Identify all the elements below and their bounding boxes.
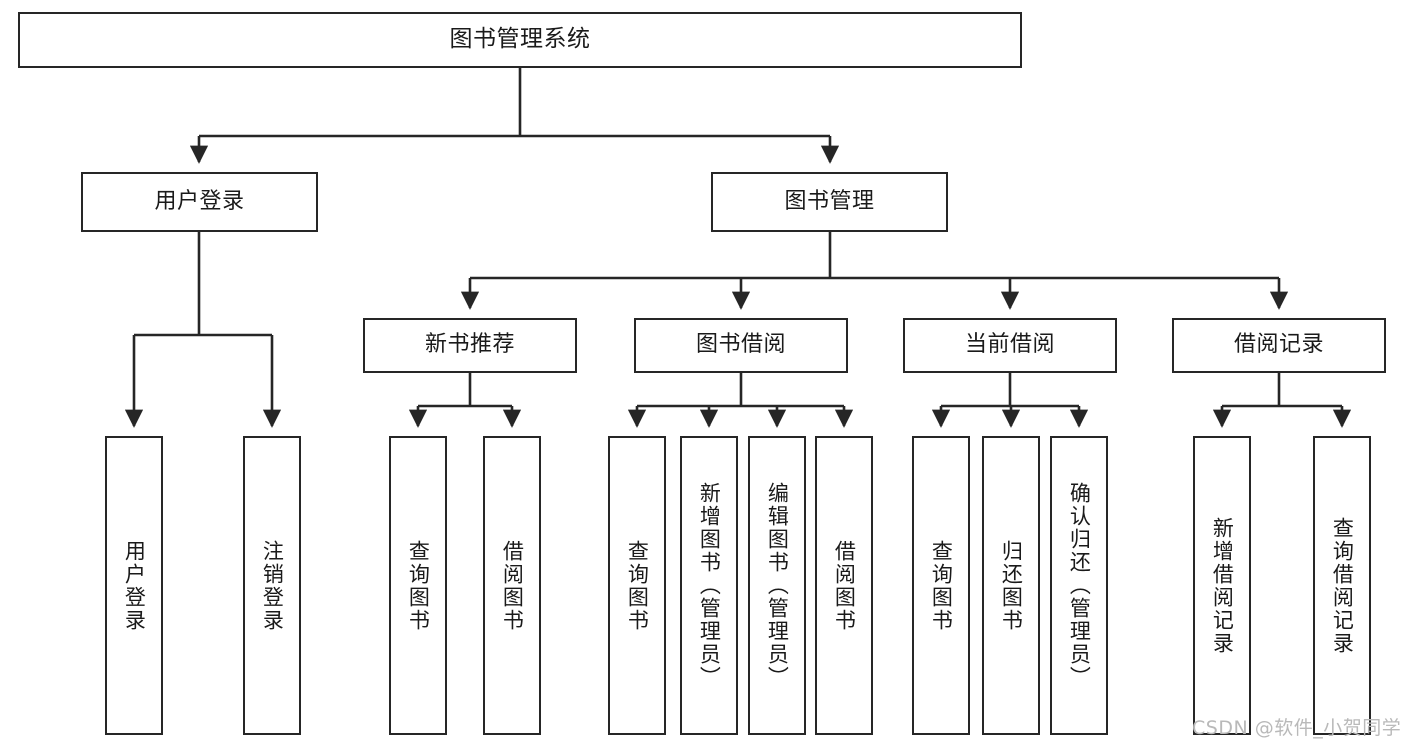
node-leaf-add-borrow-record[interactable]: 新增借阅记录 <box>1193 436 1251 735</box>
node-root-label: 图书管理系统 <box>449 26 591 53</box>
node-leaf-user-logout-label: 注销登录 <box>260 539 285 632</box>
node-leaf-confirm-return-admin-label: 确认归还（管理员） <box>1067 482 1092 689</box>
node-current-borrow-label: 当前借阅 <box>964 332 1055 358</box>
node-leaf-user-logout[interactable]: 注销登录 <box>243 436 301 735</box>
node-leaf-borrow-book-2[interactable]: 借阅图书 <box>815 436 873 735</box>
node-leaf-borrow-book-1[interactable]: 借阅图书 <box>483 436 541 735</box>
node-leaf-query-book-2[interactable]: 查询图书 <box>608 436 666 735</box>
node-leaf-edit-book-admin-label: 编辑图书（管理员） <box>765 482 790 689</box>
node-leaf-query-book-3-label: 查询图书 <box>929 539 954 632</box>
node-borrow-record-label: 借阅记录 <box>1233 332 1324 358</box>
node-root[interactable]: 图书管理系统 <box>18 12 1022 68</box>
node-leaf-borrow-book-2-label: 借阅图书 <box>832 539 857 632</box>
node-new-book-recommend[interactable]: 新书推荐 <box>363 318 577 373</box>
node-leaf-add-borrow-record-label: 新增借阅记录 <box>1210 516 1235 655</box>
node-leaf-add-book-admin[interactable]: 新增图书（管理员） <box>680 436 738 735</box>
node-leaf-user-login-label: 用户登录 <box>122 539 147 632</box>
node-book-management[interactable]: 图书管理 <box>711 172 948 232</box>
node-leaf-edit-book-admin[interactable]: 编辑图书（管理员） <box>748 436 806 735</box>
node-user-login-label: 用户登录 <box>154 188 245 214</box>
node-leaf-query-borrow-record[interactable]: 查询借阅记录 <box>1313 436 1371 735</box>
node-leaf-query-book-1[interactable]: 查询图书 <box>389 436 447 735</box>
node-book-borrow-label: 图书借阅 <box>695 332 786 358</box>
node-leaf-query-borrow-record-label: 查询借阅记录 <box>1330 516 1355 655</box>
node-leaf-return-book[interactable]: 归还图书 <box>982 436 1040 735</box>
node-leaf-query-book-3[interactable]: 查询图书 <box>912 436 970 735</box>
node-leaf-return-book-label: 归还图书 <box>999 539 1024 632</box>
csdn-watermark: CSDN @软件_小贺同学 <box>1192 717 1402 739</box>
node-leaf-query-book-1-label: 查询图书 <box>406 539 431 632</box>
node-new-book-recommend-label: 新书推荐 <box>424 332 515 358</box>
node-book-borrow[interactable]: 图书借阅 <box>634 318 848 373</box>
node-leaf-confirm-return-admin[interactable]: 确认归还（管理员） <box>1050 436 1108 735</box>
node-book-management-label: 图书管理 <box>784 188 875 214</box>
node-current-borrow[interactable]: 当前借阅 <box>903 318 1117 373</box>
node-user-login[interactable]: 用户登录 <box>81 172 318 232</box>
node-leaf-user-login[interactable]: 用户登录 <box>105 436 163 735</box>
node-leaf-query-book-2-label: 查询图书 <box>625 539 650 632</box>
node-leaf-borrow-book-1-label: 借阅图书 <box>500 539 525 632</box>
node-leaf-add-book-admin-label: 新增图书（管理员） <box>697 482 722 689</box>
node-borrow-record[interactable]: 借阅记录 <box>1172 318 1386 373</box>
